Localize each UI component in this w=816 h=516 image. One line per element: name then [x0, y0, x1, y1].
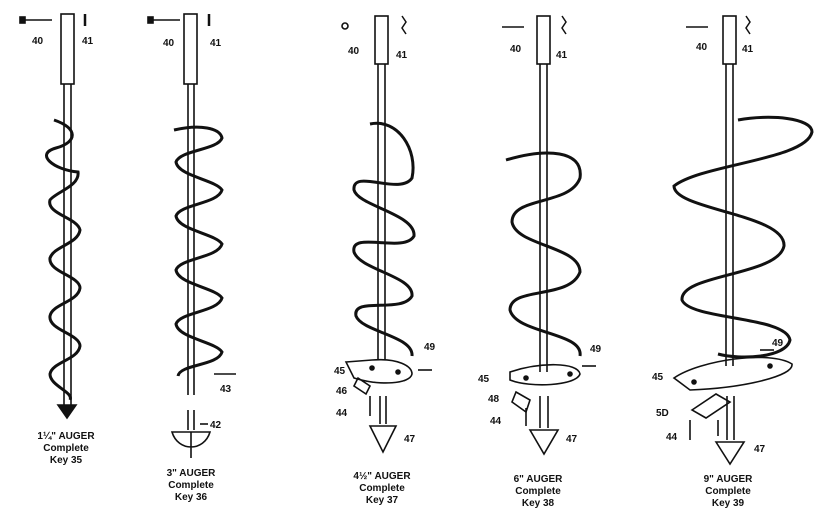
auger-4-clip-41-icon — [561, 15, 567, 35]
callout-41: 41 — [210, 38, 222, 49]
auger-3-caption: 4½" AUGER Complete Key 37 — [322, 471, 442, 507]
auger-key-label: Key 39 — [711, 498, 745, 509]
callout-45: 45 — [478, 374, 490, 385]
callout-46: 46 — [336, 386, 348, 397]
auger-3-flighting-icon — [352, 121, 416, 357]
auger-3-handle-icon — [374, 15, 389, 65]
callout-49: 49 — [590, 344, 602, 355]
auger-4-flighting-icon — [505, 151, 582, 357]
auger-key-label: Key 38 — [521, 498, 555, 509]
auger-2-point-42-icon — [170, 431, 212, 458]
auger-5-point-47-icon — [714, 441, 746, 466]
auger-3-blade-46-icon — [352, 376, 372, 396]
callout-45: 45 — [334, 366, 346, 377]
callout-40: 40 — [510, 44, 522, 55]
callout-47: 47 — [566, 434, 578, 445]
auger-1-drawing — [19, 13, 87, 420]
auger-key-label: Key 35 — [49, 455, 83, 466]
auger-5-cutter-plate-icon — [672, 356, 793, 391]
callout-41: 41 — [556, 50, 568, 61]
auger-key-label: Key 36 — [174, 492, 208, 503]
callout-44: 44 — [336, 408, 348, 419]
auger-2-drawing — [147, 13, 236, 458]
callout-48: 48 — [488, 394, 500, 405]
auger-complete-label: Complete — [168, 480, 214, 491]
auger-4-handle-icon — [536, 15, 551, 65]
auger-5-blade-5d-icon — [690, 393, 732, 419]
auger-complete-label: Complete — [43, 443, 89, 454]
auger-5-rivet-1 — [691, 379, 697, 385]
auger-4-blade-48-icon — [511, 390, 531, 414]
auger-complete-label: Complete — [705, 486, 751, 497]
callout-40: 40 — [32, 36, 44, 47]
auger-3-clip-41-icon — [401, 15, 407, 35]
auger-3-rivet-1 — [369, 365, 375, 371]
auger-1-point-icon — [56, 404, 78, 420]
callout-45: 45 — [652, 372, 664, 383]
auger-3-rivet-2 — [395, 369, 401, 375]
auger-4-point-47-icon — [528, 429, 560, 456]
callout-40: 40 — [348, 46, 360, 57]
callout-44: 44 — [490, 416, 502, 427]
auger-3-pin-40-icon — [341, 22, 349, 30]
auger-3-cutter-plate-icon — [344, 358, 413, 384]
auger-5-rivet-2 — [767, 363, 773, 369]
auger-2-pin-40-head — [147, 16, 154, 24]
auger-1-flighting-icon — [45, 118, 82, 401]
callout-47: 47 — [404, 434, 416, 445]
auger-1-handle-icon — [60, 13, 75, 85]
auger-4-caption: 6" AUGER Complete Key 38 — [478, 474, 598, 510]
auger-1-caption: 1¼" AUGER Complete Key 35 — [6, 431, 126, 467]
auger-4-rivet-2 — [567, 371, 573, 377]
callout-41: 41 — [742, 44, 754, 55]
callout-41: 41 — [82, 36, 94, 47]
callout-47: 47 — [754, 444, 766, 455]
auger-size-label: 1¼" AUGER — [37, 431, 95, 442]
auger-size-label: 9" AUGER — [703, 474, 753, 485]
auger-4-drawing — [502, 15, 596, 456]
auger-2-caption: 3" AUGER Complete Key 36 — [131, 468, 251, 504]
auger-4-cutter-plate-icon — [509, 363, 581, 386]
callout-41: 41 — [396, 50, 408, 61]
auger-3-point-47-icon — [368, 425, 398, 454]
auger-complete-label: Complete — [515, 486, 561, 497]
auger-5-handle-icon — [722, 15, 737, 65]
auger-4-rivet-1 — [523, 375, 529, 381]
auger-3-drawing — [341, 15, 432, 454]
auger-5-drawing — [672, 15, 814, 466]
auger-size-label: 6" AUGER — [513, 474, 563, 485]
callout-labels: 40 41 40 41 43 42 40 41 49 45 46 44 47 4… — [32, 36, 784, 455]
callout-49: 49 — [424, 342, 436, 353]
callout-42: 42 — [210, 420, 222, 431]
callout-43: 43 — [220, 384, 232, 395]
auger-5-flighting-icon — [672, 115, 814, 359]
auger-complete-label: Complete — [359, 483, 405, 494]
callout-40: 40 — [163, 38, 175, 49]
auger-5-clip-41-icon — [745, 15, 751, 35]
callout-49: 49 — [772, 338, 784, 349]
callout-5d: 5D — [656, 408, 669, 419]
auger-1-pin-40-head — [19, 16, 26, 24]
callout-40: 40 — [696, 42, 708, 53]
auger-2-flighting-icon — [173, 125, 224, 377]
auger-key-label: Key 37 — [365, 495, 399, 506]
callout-44: 44 — [666, 432, 678, 443]
auger-size-label: 3" AUGER — [166, 468, 216, 479]
auger-2-handle-icon — [183, 13, 198, 85]
auger-size-label: 4½" AUGER — [353, 471, 411, 482]
auger-5-caption: 9" AUGER Complete Key 39 — [668, 474, 788, 510]
